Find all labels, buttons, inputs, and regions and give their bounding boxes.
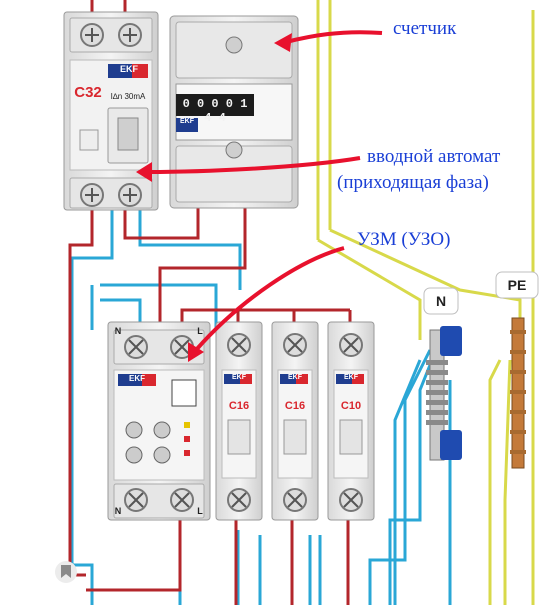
main-breaker-callout-line2: (приходящая фаза): [337, 172, 489, 193]
earth-bus-label-box: [495, 271, 539, 299]
breaker-2-rating: C16: [284, 400, 306, 412]
neutral-bus-label-box: [423, 287, 459, 315]
neutral-bus-bar: [426, 326, 462, 461]
breaker-3-brand: EKF: [344, 374, 358, 381]
meter-brand-logo: EKF: [180, 118, 194, 125]
uzm-device: [107, 321, 211, 521]
electricity-meter: [169, 15, 299, 209]
uzm-arrow-head: [188, 342, 204, 362]
main-breaker-callout-line1: вводной автомат: [367, 146, 501, 167]
breaker-2-brand: EKF: [288, 374, 302, 381]
uzm-arrow: [194, 246, 345, 352]
breaker-1: [215, 321, 263, 521]
neutral-wires: [70, 205, 452, 605]
bookmark-icon: [55, 561, 77, 583]
breaker-1-rating: C16: [228, 400, 250, 412]
uzm-terminal-l-top: L: [197, 326, 203, 336]
breaker-3: [327, 321, 375, 521]
uzm-terminal-l-bottom: L: [197, 506, 203, 516]
uzm-callout: УЗМ (УЗО): [357, 229, 451, 250]
meter-arrow-head: [274, 33, 292, 52]
meter-display: 0 0 0 0 1 4 4: [182, 97, 248, 125]
breaker-2: [271, 321, 319, 521]
earth-bus-bar: [510, 317, 526, 469]
callout-arrows: [136, 30, 383, 362]
rcd-brand-logo: EKF: [120, 64, 138, 74]
uzm-terminal-n-bottom: N: [114, 506, 122, 516]
rcd-leakage-label: I∆n 30mA: [110, 92, 146, 101]
meter-arrow: [285, 30, 383, 44]
main-breaker-arrow-head: [136, 162, 152, 182]
rcd-device: [63, 11, 159, 211]
rcd-rating-label: C32: [74, 84, 102, 101]
uzm-terminal-n-top: N: [114, 326, 122, 336]
breaker-3-rating: C10: [340, 400, 362, 412]
earth-bus-label: PE: [507, 277, 527, 293]
breaker-1-brand: EKF: [232, 374, 246, 381]
neutral-bus-label: N: [435, 293, 447, 309]
uzm-brand-logo: EKF: [129, 374, 145, 383]
earth-wires: [316, 0, 535, 605]
meter-callout: счетчик: [393, 18, 457, 39]
main-breaker-arrow: [147, 156, 361, 174]
